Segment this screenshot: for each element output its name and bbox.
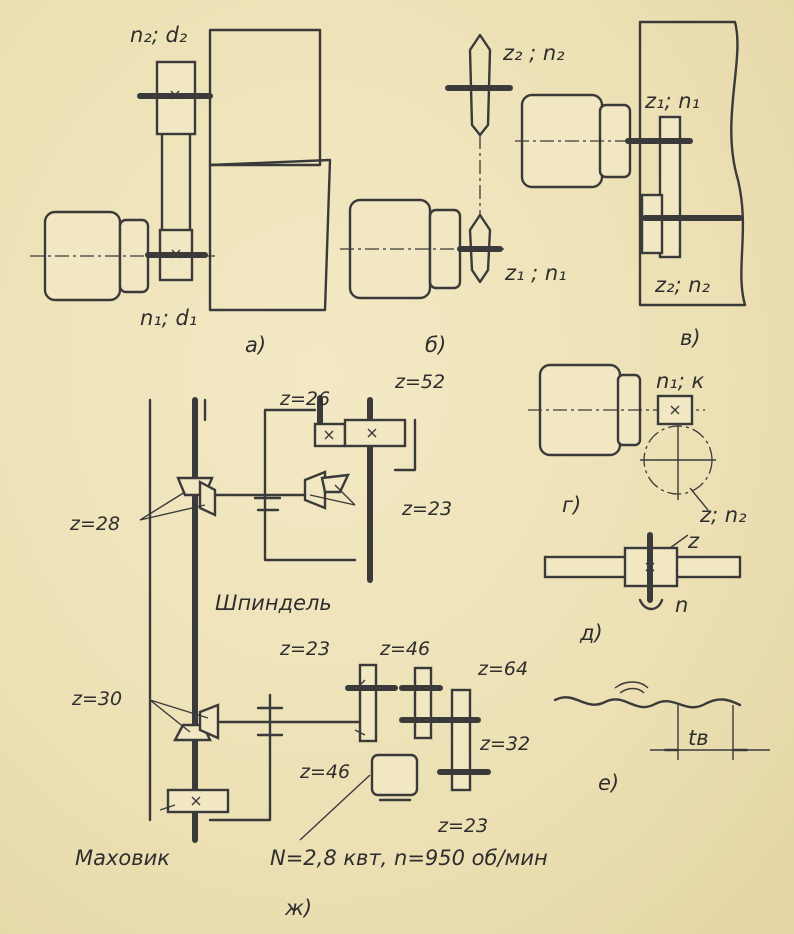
machine-v (638, 20, 747, 307)
gear-z1-v (658, 115, 682, 259)
label-z26: z=26 (279, 388, 330, 410)
pulley-cross-marks (170, 90, 181, 259)
label-z-d: z (687, 529, 700, 553)
sprocket-driver (468, 213, 492, 284)
bevel-z30-b (198, 703, 220, 740)
label-z46-bottom: z=46 (299, 761, 350, 783)
label-z23-top: z=23 (401, 498, 452, 520)
panel-zh-kinematic: z=26 z=52 z=28 z=23 Шпиндель z=23 z=46 z… (69, 371, 548, 920)
caption-v: в) (680, 326, 701, 350)
flywheel (166, 788, 230, 814)
panel-d-gear-shaft: z n д) (543, 529, 742, 645)
worm-wheel-axes (640, 425, 716, 500)
coupling-upper (253, 496, 282, 512)
panel-b-chain-drive: z₂ ; n₂ z₁ ; n₁ б) (340, 33, 567, 357)
bevel-z28-b (198, 480, 217, 517)
panel-v-gear-drive: z₁; n₁ z₂; n₂ в) (515, 20, 747, 350)
bevel-z23-b (320, 473, 351, 494)
label-z46-top: z=46 (379, 638, 430, 660)
label-z-n2-g: z; n₂ (699, 503, 747, 527)
label-z32: z=32 (479, 733, 530, 755)
wave-arcs (614, 681, 649, 694)
gear-z46-top (413, 666, 433, 740)
label-z1-n1-b: z₁ ; n₁ (504, 261, 567, 285)
label-z52: z=52 (394, 371, 445, 393)
caption-b: б) (425, 333, 446, 357)
caption-e: е) (598, 771, 619, 795)
label-n1-d1: n₁; d₁ (140, 306, 197, 330)
leader-z-d (669, 534, 689, 549)
label-z2-n2-v: z₂; n₂ (654, 273, 711, 297)
label-n1-k: n₁; к (656, 369, 704, 393)
caption-zh: ж) (284, 896, 312, 920)
panel-a-belt-drive: n₂; d₂ n₁; d₁ а) (30, 23, 332, 357)
gear-z64-z32 (450, 688, 472, 792)
machine-upper-block (208, 28, 322, 167)
caption-a: а) (245, 333, 266, 357)
label-n2-d2: n₂; d₂ (130, 23, 188, 47)
label-z64: z=64 (477, 658, 528, 680)
panel-g-worm-drive: n₁; к z; n₂ г) (528, 363, 747, 527)
gear-z52 (343, 418, 407, 448)
gear-z2-v (640, 193, 664, 255)
machine-lower-block (208, 158, 332, 312)
rotation-arrow-d (638, 598, 664, 611)
panel-e-wave: tв е) (553, 681, 770, 795)
pitch-dimension (650, 705, 770, 760)
top-gear-crosses (324, 428, 377, 440)
flywheel-cross (191, 796, 201, 806)
label-spindle: Шпиндель (215, 591, 332, 615)
motor-zh (370, 753, 419, 797)
worm-cross (670, 405, 680, 415)
label-z28: z=28 (69, 513, 120, 535)
label-pitch: tв (688, 726, 709, 750)
gear-z23-z46 (358, 663, 378, 743)
bevel-z23-a (303, 470, 327, 510)
label-n-d: n (675, 593, 688, 617)
gear-d-cross (645, 562, 655, 572)
label-z23-bottom: z=23 (437, 815, 488, 837)
label-z2-n2-b: z₂ ; n₂ (502, 41, 565, 65)
caption-g: г) (562, 493, 581, 517)
caption-d: д) (579, 621, 603, 645)
label-z30: z=30 (71, 688, 122, 710)
label-z1-n1-v: z₁; n₁ (644, 89, 700, 113)
wave-profile (553, 696, 742, 709)
gear-leaders (139, 484, 371, 841)
label-flywheel: Маховик (75, 846, 170, 870)
gear-z26 (313, 422, 347, 448)
label-motor-spec: N=2,8 квт, n=950 об/мин (270, 846, 548, 870)
coupling-lower (208, 693, 284, 822)
leader-z-n2 (689, 487, 709, 511)
spindle-housing (263, 408, 417, 562)
label-z23-mid: z=23 (279, 638, 330, 660)
